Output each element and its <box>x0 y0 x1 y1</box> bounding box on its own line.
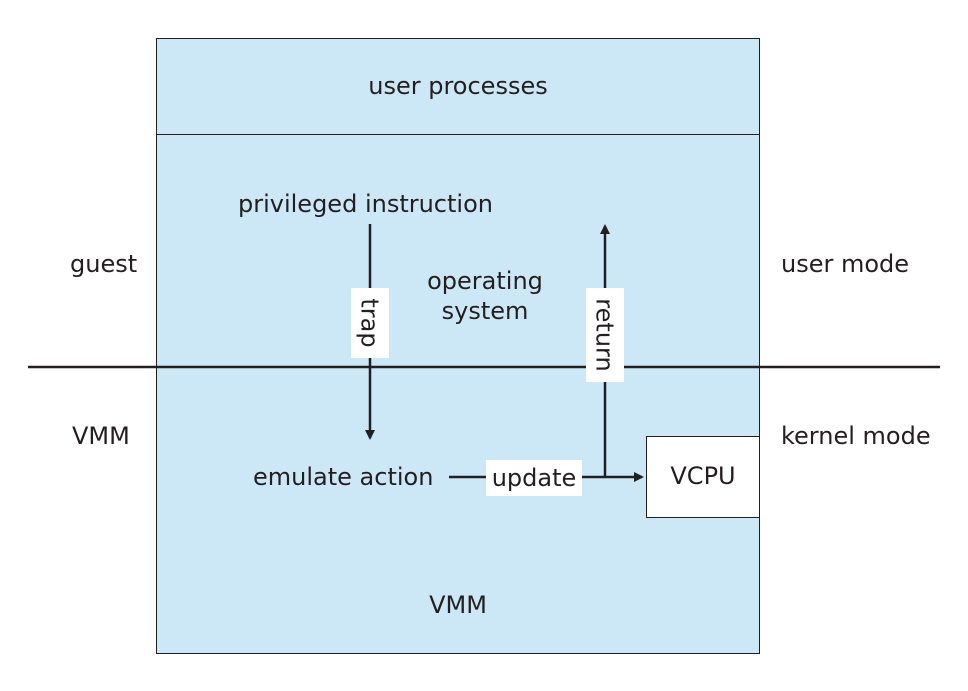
update-label: update <box>491 464 577 492</box>
user-mode-label: user mode <box>781 250 910 278</box>
operating-system-label-line2: system <box>441 297 529 325</box>
vcpu-box <box>646 436 760 518</box>
vmm-region-label: VMM <box>429 591 487 619</box>
privileged-instruction-label: privileged instruction <box>238 190 493 218</box>
user-processes-region <box>156 38 760 135</box>
user-processes-label: user processes <box>368 72 548 100</box>
operating-system-label-line1: operating <box>427 267 543 295</box>
guest-side-label: guest <box>70 250 138 278</box>
emulate-action-label: emulate action <box>253 463 434 491</box>
return-label: return <box>591 298 620 372</box>
vcpu-label: VCPU <box>670 462 736 490</box>
trap-tag: trap <box>351 288 389 358</box>
return-tag: return <box>586 288 624 382</box>
guest-vmm-container <box>156 38 760 654</box>
vmm-side-label: VMM <box>72 422 130 450</box>
update-tag: update <box>486 460 582 496</box>
kernel-mode-label: kernel mode <box>781 422 931 450</box>
trap-label: trap <box>356 298 384 348</box>
